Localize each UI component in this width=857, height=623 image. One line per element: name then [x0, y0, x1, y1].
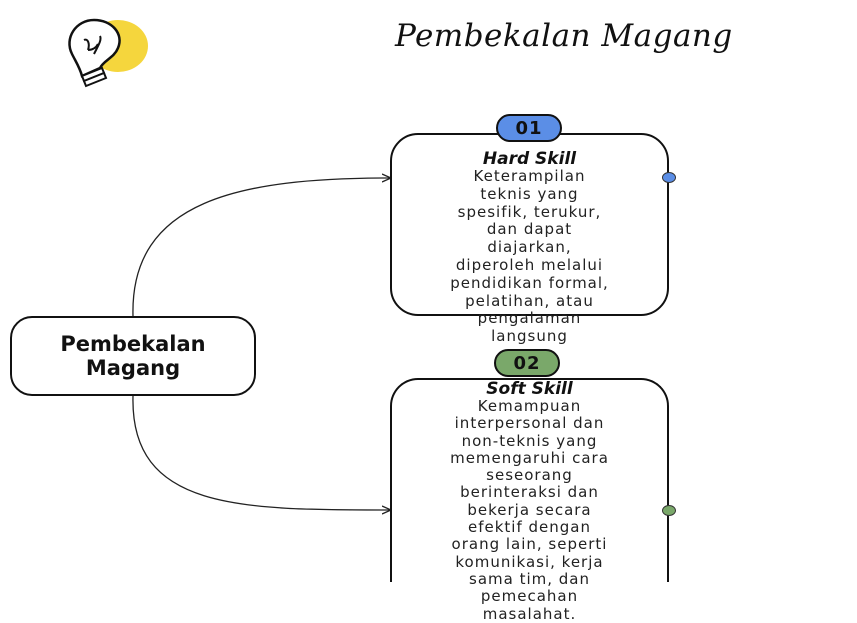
soft-skill-title: Soft Skill: [486, 379, 573, 399]
connector-lines: [132, 0, 857, 582]
desc-line: diperoleh melalui: [455, 255, 604, 274]
center-node: Pembekalan Magang: [10, 316, 256, 396]
desc-line: teknis yang: [480, 184, 579, 203]
soft-skill-description: Kemampuan interpersonal dan non-teknis y…: [392, 397, 667, 623]
desc-line: Keterampilan: [473, 167, 586, 185]
desc-line: bekerja secara: [467, 500, 592, 519]
desc-line: seseorang: [486, 466, 573, 485]
hard-skill-description: Keterampilan teknis yang spesifik, teruk…: [392, 167, 667, 346]
desc-line: pelatihan, atau: [465, 291, 594, 310]
page-title: Pembekalan Magang: [395, 18, 733, 54]
hard-skill-card: Hard Skill Keterampilan teknis yang spes…: [390, 133, 669, 345]
desc-line: masalahat.: [482, 604, 577, 623]
desc-line: interpersonal dan: [454, 414, 605, 433]
lightbulb-icon: [58, 10, 166, 90]
desc-line: orang lain, seperti: [451, 535, 608, 554]
connector-to-soft-skill: [132, 395, 390, 510]
desc-line: memengaruhi cara: [450, 448, 609, 467]
hard-skill-badge: 01: [496, 114, 562, 142]
desc-line: pengalaman: [477, 309, 582, 328]
soft-skill-connector-dot: [662, 505, 676, 516]
desc-line: komunikasi, kerja: [455, 552, 604, 571]
desc-line: pendidikan formal,: [450, 273, 609, 292]
desc-line: Kemampuan: [477, 397, 582, 415]
hard-skill-title: Hard Skill: [482, 149, 577, 169]
desc-line: sama tim, dan: [469, 569, 590, 588]
center-node-line-1: Pembekalan: [60, 332, 206, 356]
soft-skill-card: Soft Skill Kemampuan interpersonal dan n…: [390, 378, 669, 622]
connector-to-hard-skill: [132, 178, 390, 317]
center-node-line-2: Magang: [85, 356, 181, 380]
desc-line: berinteraksi dan: [460, 483, 599, 502]
desc-line: diajarkan,: [487, 238, 572, 257]
hard-skill-connector-dot: [662, 172, 676, 183]
desc-line: non-teknis yang: [461, 431, 598, 450]
desc-line: dan dapat: [486, 220, 573, 239]
soft-skill-badge: 02: [494, 349, 560, 377]
desc-line: spesifik, terukur,: [457, 202, 602, 221]
desc-line: efektif dengan: [468, 518, 591, 537]
desc-line: langsung: [491, 327, 568, 346]
desc-line: pemecahan: [480, 587, 579, 606]
